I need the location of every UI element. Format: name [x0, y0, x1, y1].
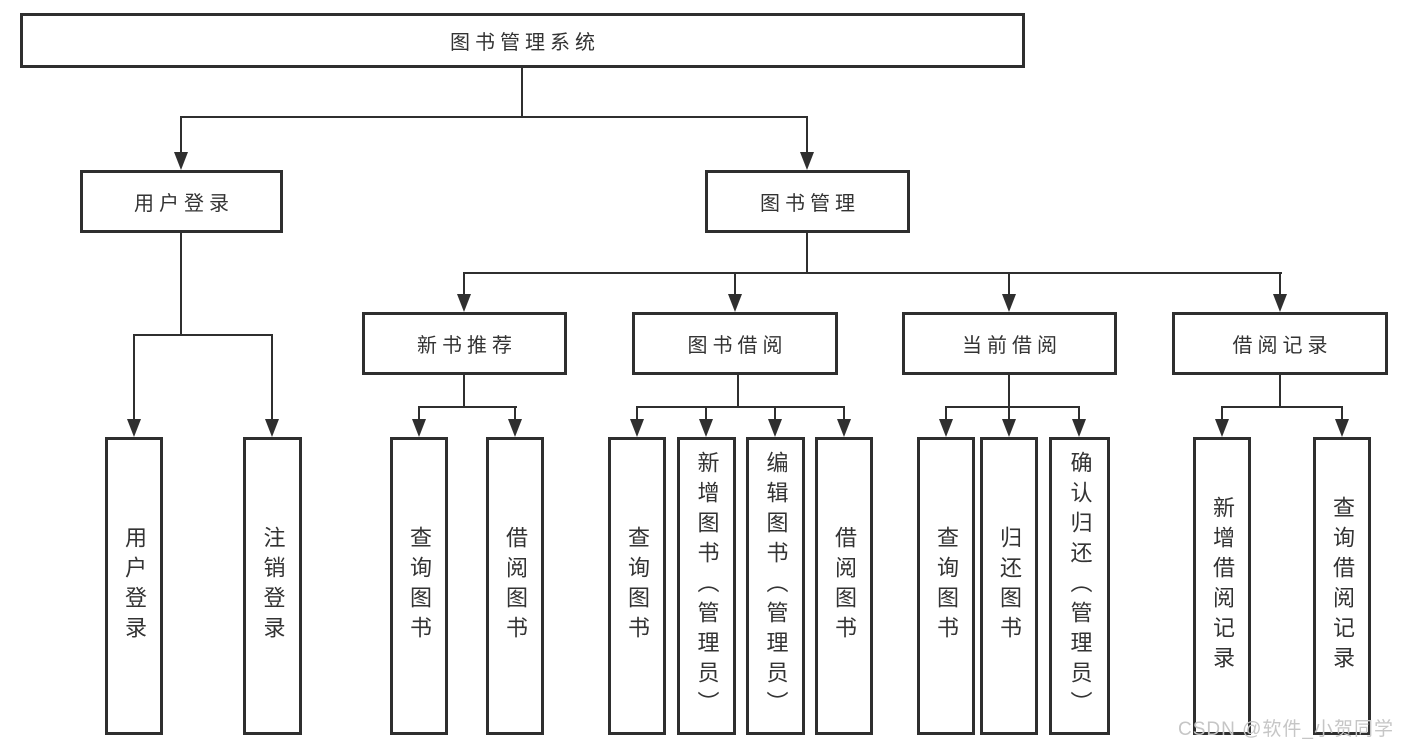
node-user-login-label: 用户登录	[134, 193, 234, 215]
leaf-add-book-admin-label: 新增图书（管理员）	[694, 451, 720, 721]
connector-drop	[514, 406, 516, 421]
arrow-down-icon	[728, 294, 742, 312]
node-current-borrow-label: 当前借阅	[962, 335, 1062, 357]
node-book-borrow: 图书借阅	[632, 312, 838, 375]
csdn-watermark: CSDN @软件_小贺同学	[1178, 719, 1394, 740]
connector-splitter-current-borrow	[945, 406, 1080, 408]
connector-drop	[1279, 272, 1281, 296]
connector-drop	[774, 406, 776, 421]
arrow-down-icon	[127, 419, 141, 437]
connector-splitter-book-borrow	[636, 406, 845, 408]
connector-drop	[463, 272, 465, 296]
node-book-management: 图书管理	[705, 170, 910, 233]
connector-splitter-borrow-record	[1221, 406, 1343, 408]
leaf-user-login-label: 用户登录	[122, 526, 147, 646]
node-book-management-label: 图书管理	[760, 193, 860, 215]
node-user-login: 用户登录	[80, 170, 283, 233]
leaf-add-borrow-record-label: 新增借阅记录	[1210, 496, 1235, 676]
leaf-query-borrow-record-label: 查询借阅记录	[1330, 496, 1355, 676]
node-current-borrow: 当前借阅	[902, 312, 1117, 375]
leaf-confirm-return-admin: 确认归还（管理员）	[1049, 437, 1110, 735]
arrow-down-icon	[800, 152, 814, 170]
node-borrow-record-label: 借阅记录	[1232, 335, 1333, 357]
arrow-down-icon	[699, 419, 713, 437]
connector-drop	[636, 406, 638, 421]
leaf-borrow-book-label: 借阅图书	[832, 526, 857, 646]
node-root-label: 图书管理系统	[450, 32, 600, 54]
leaf-confirm-return-admin-label: 确认归还（管理员）	[1067, 451, 1093, 721]
connector-drop	[1341, 406, 1343, 421]
arrow-down-icon	[1002, 419, 1016, 437]
connector-stem-current-borrow	[1008, 375, 1010, 408]
arrow-down-icon	[174, 152, 188, 170]
leaf-return-book-label: 归还图书	[997, 526, 1022, 646]
arrow-down-icon	[508, 419, 522, 437]
connector-drop	[705, 406, 707, 421]
node-borrow-record: 借阅记录	[1172, 312, 1388, 375]
arrow-down-icon	[457, 294, 471, 312]
leaf-borrow-book-recommend: 借阅图书	[486, 437, 544, 735]
arrow-down-icon	[837, 419, 851, 437]
connector-drop	[734, 272, 736, 296]
connector-splitter-new-book-rec	[419, 406, 517, 408]
node-book-borrow-label: 图书借阅	[687, 335, 788, 357]
connector-stem-borrow-record	[1279, 375, 1281, 408]
arrow-down-icon	[1072, 419, 1086, 437]
leaf-query-book-recommend-label: 查询图书	[407, 526, 432, 646]
leaf-query-book-current-label: 查询图书	[934, 526, 959, 646]
connector-drop	[133, 334, 135, 420]
connector-splitter-book-mgmt	[463, 272, 1282, 274]
leaf-add-borrow-record: 新增借阅记录	[1193, 437, 1251, 735]
leaf-query-book-recommend: 查询图书	[390, 437, 448, 735]
connector-splitter-user-login	[133, 334, 273, 336]
connector-drop	[1078, 406, 1080, 421]
connector-drop	[1008, 406, 1010, 421]
arrow-down-icon	[265, 419, 279, 437]
leaf-borrow-book-recommend-label: 借阅图书	[503, 526, 528, 646]
leaf-borrow-book: 借阅图书	[815, 437, 873, 735]
arrow-down-icon	[1335, 419, 1349, 437]
connector-drop	[180, 116, 182, 154]
leaf-edit-book-admin-label: 编辑图书（管理员）	[763, 451, 789, 721]
arrow-down-icon	[412, 419, 426, 437]
leaf-query-book-borrow: 查询图书	[608, 437, 666, 735]
node-new-book-recommend: 新书推荐	[362, 312, 567, 375]
connector-drop	[418, 406, 420, 421]
arrow-down-icon	[1215, 419, 1229, 437]
connector-stem-book-mgmt	[806, 233, 808, 274]
connector-drop	[806, 116, 808, 154]
arrow-down-icon	[768, 419, 782, 437]
connector-drop	[271, 334, 273, 420]
node-root: 图书管理系统	[20, 13, 1025, 68]
node-new-book-recommend-label: 新书推荐	[417, 335, 517, 357]
leaf-query-borrow-record: 查询借阅记录	[1313, 437, 1371, 735]
connector-drop	[1221, 406, 1223, 421]
connector-drop	[945, 406, 947, 421]
leaf-query-book-borrow-label: 查询图书	[625, 526, 650, 646]
connector-splitter-level1	[180, 116, 808, 118]
arrow-down-icon	[1273, 294, 1287, 312]
connector-stem-user-login	[180, 233, 182, 336]
leaf-add-book-admin: 新增图书（管理员）	[677, 437, 736, 735]
connector-stem-new-book-rec	[463, 375, 465, 408]
leaf-user-login: 用户登录	[105, 437, 163, 735]
leaf-edit-book-admin: 编辑图书（管理员）	[746, 437, 805, 735]
connector-drop	[843, 406, 845, 421]
connector-drop	[1008, 272, 1010, 296]
arrow-down-icon	[939, 419, 953, 437]
arrow-down-icon	[630, 419, 644, 437]
leaf-logout-label: 注销登录	[260, 526, 286, 646]
leaf-logout: 注销登录	[243, 437, 302, 735]
connector-stem-root	[521, 68, 523, 118]
arrow-down-icon	[1002, 294, 1016, 312]
connector-stem-book-borrow	[737, 375, 739, 408]
leaf-return-book: 归还图书	[980, 437, 1038, 735]
leaf-query-book-current: 查询图书	[917, 437, 975, 735]
